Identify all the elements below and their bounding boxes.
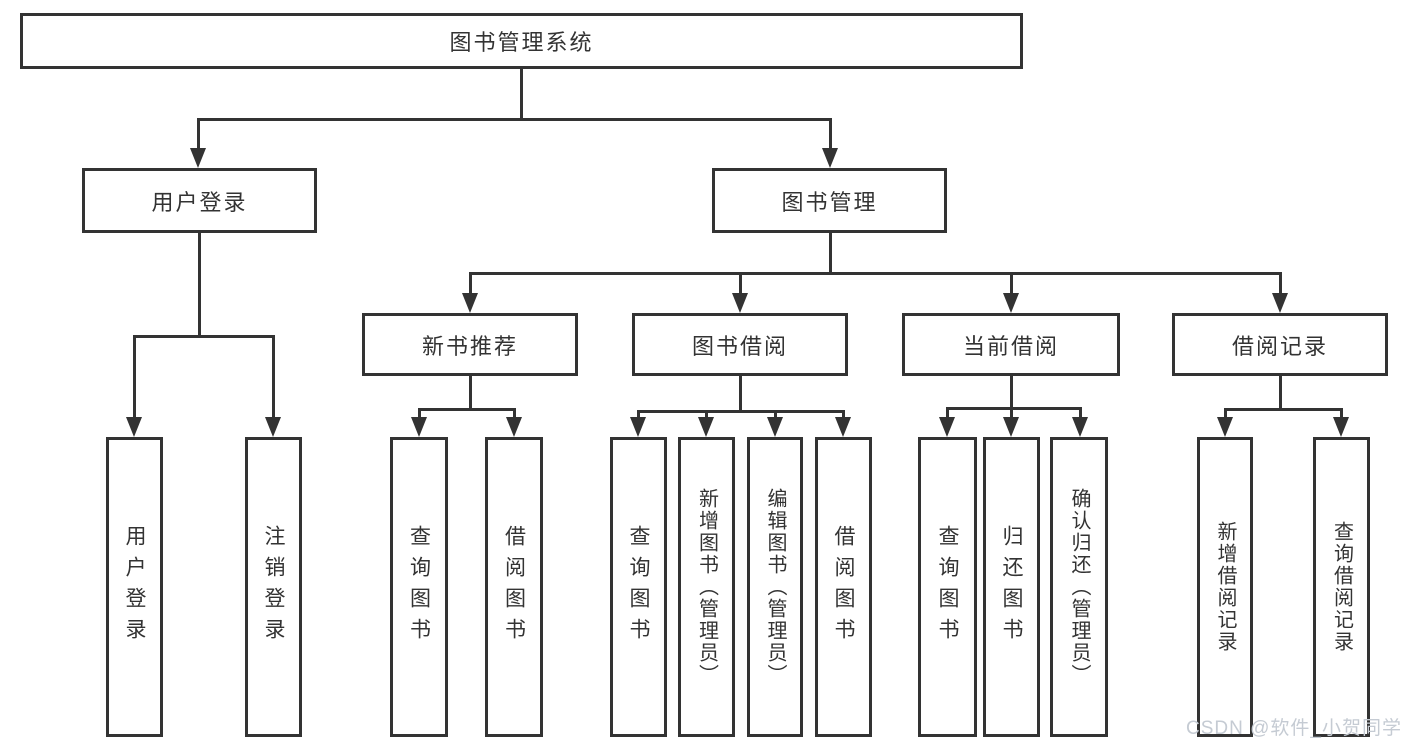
arrowhead-down-icon [835,417,851,437]
connector-line [1224,408,1227,422]
leaf-return-book: 归还图书 [983,437,1040,737]
node-book-borrow: 图书借阅 [632,313,848,376]
arrowhead-down-icon [939,417,955,437]
leaf-borrow-book-label: 借阅图书 [502,525,526,649]
connector-line [1279,272,1282,295]
connector-line [197,118,200,152]
leaf-add-borrow-record: 新增借阅记录 [1197,437,1253,737]
connector-line [705,410,708,422]
connector-line [739,272,742,295]
connector-line [133,335,275,338]
node-new-book-recommend: 新书推荐 [362,313,578,376]
leaf-borrow-book-label: 借阅图书 [832,525,855,649]
arrowhead-down-icon [1217,417,1233,437]
connector-line [1010,376,1013,410]
connector-line [1010,407,1013,422]
connector-line [520,69,523,121]
connector-line [198,233,201,338]
leaf-return-book-label: 归还图书 [1000,525,1023,649]
arrowhead-down-icon [1003,417,1019,437]
leaf-add-book-admin-label: 新增图书（管理员） [695,488,718,686]
arrowhead-down-icon [822,148,838,168]
leaf-query-book-label: 查询图书 [936,525,959,649]
leaf-add-book-admin: 新增图书（管理员） [678,437,735,737]
node-user-login-label: 用户登录 [151,189,248,215]
leaf-query-book-label: 查询图书 [627,525,650,649]
connector-line [1010,272,1013,295]
csdn-watermark: CSDN @软件_小贺同学 [1186,718,1402,739]
arrowhead-down-icon [732,293,748,313]
connector-line [637,410,640,422]
connector-line [946,407,949,422]
node-book-borrow-label: 图书借阅 [691,333,788,359]
connector-line [946,407,1082,410]
connector-line [1079,407,1082,422]
arrowhead-down-icon [1272,293,1288,313]
arrowhead-down-icon [1072,417,1088,437]
leaf-logout-label: 注销登录 [262,525,285,649]
node-current-borrow-label: 当前借阅 [962,333,1059,359]
node-root: 图书管理系统 [20,13,1023,69]
arrowhead-down-icon [265,417,281,437]
leaf-query-borrow-record-label: 查询借阅记录 [1330,521,1353,653]
connector-line [1224,408,1342,411]
connector-line [637,410,845,413]
connector-line [133,335,136,420]
leaf-user-login-label: 用户登录 [123,525,146,649]
connector-line [774,410,777,422]
leaf-edit-book-admin: 编辑图书（管理员） [747,437,803,737]
arrowhead-down-icon [767,417,783,437]
connector-line [842,410,845,422]
leaf-logout: 注销登录 [245,437,302,737]
connector-line [418,408,516,411]
leaf-confirm-return-admin: 确认归还（管理员） [1050,437,1108,737]
arrowhead-down-icon [462,293,478,313]
arrowhead-down-icon [1333,417,1349,437]
arrowhead-down-icon [411,417,427,437]
leaf-borrow-book: 借阅图书 [815,437,872,737]
leaf-query-book-label: 查询图书 [407,525,431,649]
leaf-query-book: 查询图书 [390,437,448,737]
node-new-book-recommend-label: 新书推荐 [421,333,518,359]
connector-line [197,118,832,121]
connector-line [829,233,832,275]
leaf-query-book: 查询图书 [918,437,977,737]
arrowhead-down-icon [1003,293,1019,313]
leaf-borrow-book: 借阅图书 [485,437,543,737]
connector-line [513,408,516,422]
connector-line [739,376,742,413]
connector-line [1279,376,1282,411]
connector-line [272,335,275,420]
node-book-management-label: 图书管理 [781,189,878,215]
connector-line [469,376,472,411]
connector-line [418,408,421,422]
node-borrow-record-label: 借阅记录 [1231,333,1328,359]
node-book-management: 图书管理 [712,168,947,233]
leaf-user-login: 用户登录 [106,437,163,737]
arrowhead-down-icon [190,148,206,168]
leaf-query-borrow-record: 查询借阅记录 [1313,437,1370,737]
connector-line [469,272,1281,275]
leaf-confirm-return-admin-label: 确认归还（管理员） [1068,488,1090,686]
leaf-query-book: 查询图书 [610,437,667,737]
node-current-borrow: 当前借阅 [902,313,1120,376]
leaf-add-borrow-record-label: 新增借阅记录 [1214,521,1236,653]
arrowhead-down-icon [126,417,142,437]
node-user-login: 用户登录 [82,168,317,233]
leaf-edit-book-admin-label: 编辑图书（管理员） [764,488,786,686]
connector-line [1340,408,1343,422]
arrowhead-down-icon [630,417,646,437]
connector-line [469,272,472,295]
connector-line [829,118,832,152]
node-root-label: 图书管理系统 [449,30,594,55]
arrowhead-down-icon [698,417,714,437]
arrowhead-down-icon [506,417,522,437]
node-borrow-record: 借阅记录 [1172,313,1388,376]
